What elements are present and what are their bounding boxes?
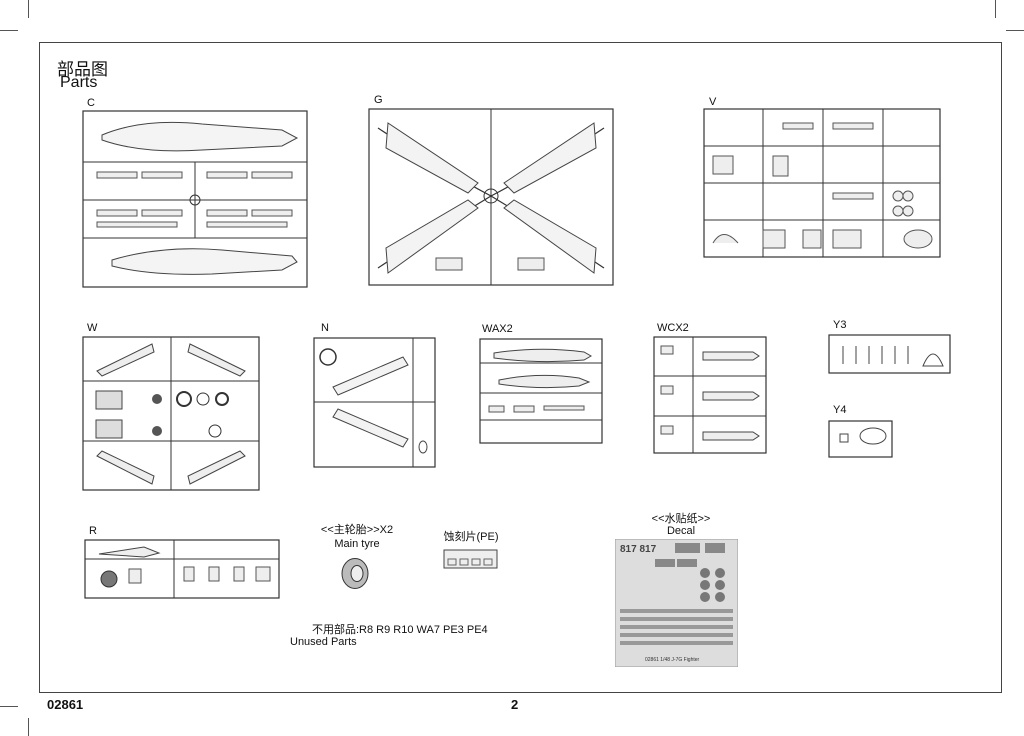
decal-label-en: Decal xyxy=(666,525,696,537)
crop-mark xyxy=(0,30,18,31)
page-title-cn: 部品图 xyxy=(57,60,108,79)
main-tyre-label-en: Main tyre xyxy=(334,538,380,550)
sprue-label-y3: Y3 xyxy=(833,319,847,331)
pe-fret-image xyxy=(443,549,498,569)
sprue-r xyxy=(84,539,280,599)
sprue-label-c: C xyxy=(87,97,95,109)
decal-label-cn: <<水贴纸>> xyxy=(651,513,711,525)
sprue-label-y4: Y4 xyxy=(833,404,847,416)
sprue-y4 xyxy=(828,420,893,458)
crop-mark xyxy=(1006,30,1024,31)
main-tyre-image xyxy=(340,557,370,590)
sprue-v xyxy=(703,108,941,258)
page-frame xyxy=(39,42,1002,693)
decal-sheet-numbers: 817 817 xyxy=(620,544,657,555)
unused-parts-cn: 不用部品:R8 R9 R10 WA7 PE3 PE4 xyxy=(312,624,488,636)
pe-label: 蚀刻片(PE) xyxy=(443,531,499,543)
sprue-c xyxy=(82,110,308,288)
decal-sheet: 817 817 02861 1/48 J-7G Fighter xyxy=(615,539,738,667)
sprue-n xyxy=(313,337,436,468)
footer-product-code: 02861 xyxy=(47,697,84,712)
sprue-label-w: W xyxy=(87,322,98,334)
unused-parts-en: Unused Parts xyxy=(290,636,357,648)
sprue-label-wcx2: WCX2 xyxy=(657,322,689,334)
crop-mark xyxy=(0,706,18,707)
sprue-g xyxy=(368,108,614,286)
sprue-wcx2 xyxy=(653,336,767,454)
footer-page-number: 2 xyxy=(511,697,519,712)
sprue-wax2 xyxy=(479,338,603,444)
sprue-label-v: V xyxy=(709,96,717,108)
sprue-w xyxy=(82,336,260,491)
main-tyre-label-cn: <<主轮胎>>X2 xyxy=(320,524,394,536)
sprue-label-g: G xyxy=(374,94,383,106)
sprue-label-n: N xyxy=(321,322,329,334)
sprue-label-wax2: WAX2 xyxy=(482,323,513,335)
crop-mark xyxy=(28,718,29,736)
sprue-y3 xyxy=(828,334,951,374)
sprue-label-r: R xyxy=(89,525,97,537)
crop-mark xyxy=(995,0,996,18)
page-title-en: Parts xyxy=(60,74,98,91)
decal-sheet-caption: 02861 1/48 J-7G Fighter xyxy=(645,657,700,663)
crop-mark xyxy=(28,0,29,18)
